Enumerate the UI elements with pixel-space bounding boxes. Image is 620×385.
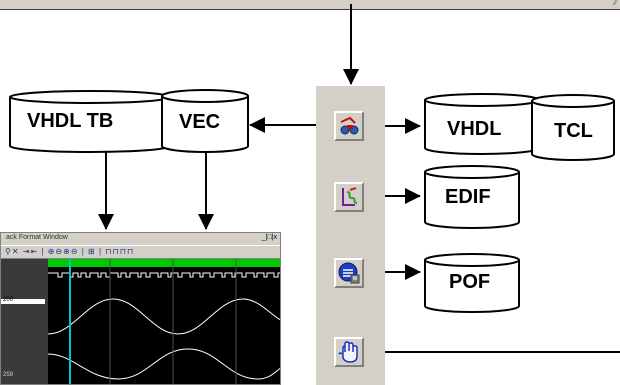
programmer-icon xyxy=(338,262,360,284)
sine-wave-2 xyxy=(48,348,280,380)
tcl-label: TCL xyxy=(554,120,593,142)
vec-label: VEC xyxy=(179,111,221,133)
clock-pulse-trace xyxy=(48,272,280,278)
fit-tool-button[interactable] xyxy=(334,182,364,212)
signal-value-label: 200 xyxy=(3,297,14,303)
pof-label: POF xyxy=(449,271,491,293)
pof-cylinder xyxy=(424,253,520,313)
synthesis-icon xyxy=(340,116,359,135)
zoom-tools-icon[interactable]: ⚲✕ ⇥⇤ | ⊕⊖⊕⊖ | ⊞ | ⊓⊓⊓⊓ xyxy=(5,247,135,256)
sine-wave-1 xyxy=(48,298,280,335)
vhdl-label: VHDL xyxy=(447,118,502,140)
synthesis-tool-button[interactable] xyxy=(334,111,364,141)
waveform-menu-items[interactable]: ack Format Window xyxy=(6,234,68,241)
tcl-cylinder xyxy=(531,94,615,161)
hand-icon xyxy=(338,341,358,363)
signal-value-label-2: 259 xyxy=(3,372,14,378)
signal-value-field[interactable] xyxy=(1,299,45,304)
signal-names-pane: 200 259 xyxy=(1,259,48,384)
program-tool-button[interactable] xyxy=(334,258,364,288)
edif-cylinder xyxy=(424,165,520,229)
waveform-toolbar: ⚲✕ ⇥⇤ | ⊕⊖⊕⊖ | ⊞ | ⊓⊓⊓⊓ xyxy=(1,245,280,259)
edif-label: EDIF xyxy=(445,186,491,208)
clock-bus-band xyxy=(48,259,280,267)
waveform-menu-bar: ack Format Window _|□|x xyxy=(1,233,280,245)
window-controls[interactable]: _|□|x xyxy=(261,234,277,241)
fitter-icon xyxy=(342,187,358,206)
top-window-edge: ⁄⁄ xyxy=(0,0,620,10)
vec-cylinder xyxy=(161,89,249,153)
tool-strip xyxy=(316,86,385,385)
waveform-display xyxy=(48,259,280,384)
vhdl-tb-label: VHDL TB xyxy=(27,110,114,132)
resize-grip-icon: ⁄⁄ xyxy=(614,0,617,7)
hand-tool-button[interactable] xyxy=(334,337,364,367)
waveform-viewer-window: ack Format Window _|□|x ⚲✕ ⇥⇤ | ⊕⊖⊕⊖ | ⊞… xyxy=(0,232,281,385)
